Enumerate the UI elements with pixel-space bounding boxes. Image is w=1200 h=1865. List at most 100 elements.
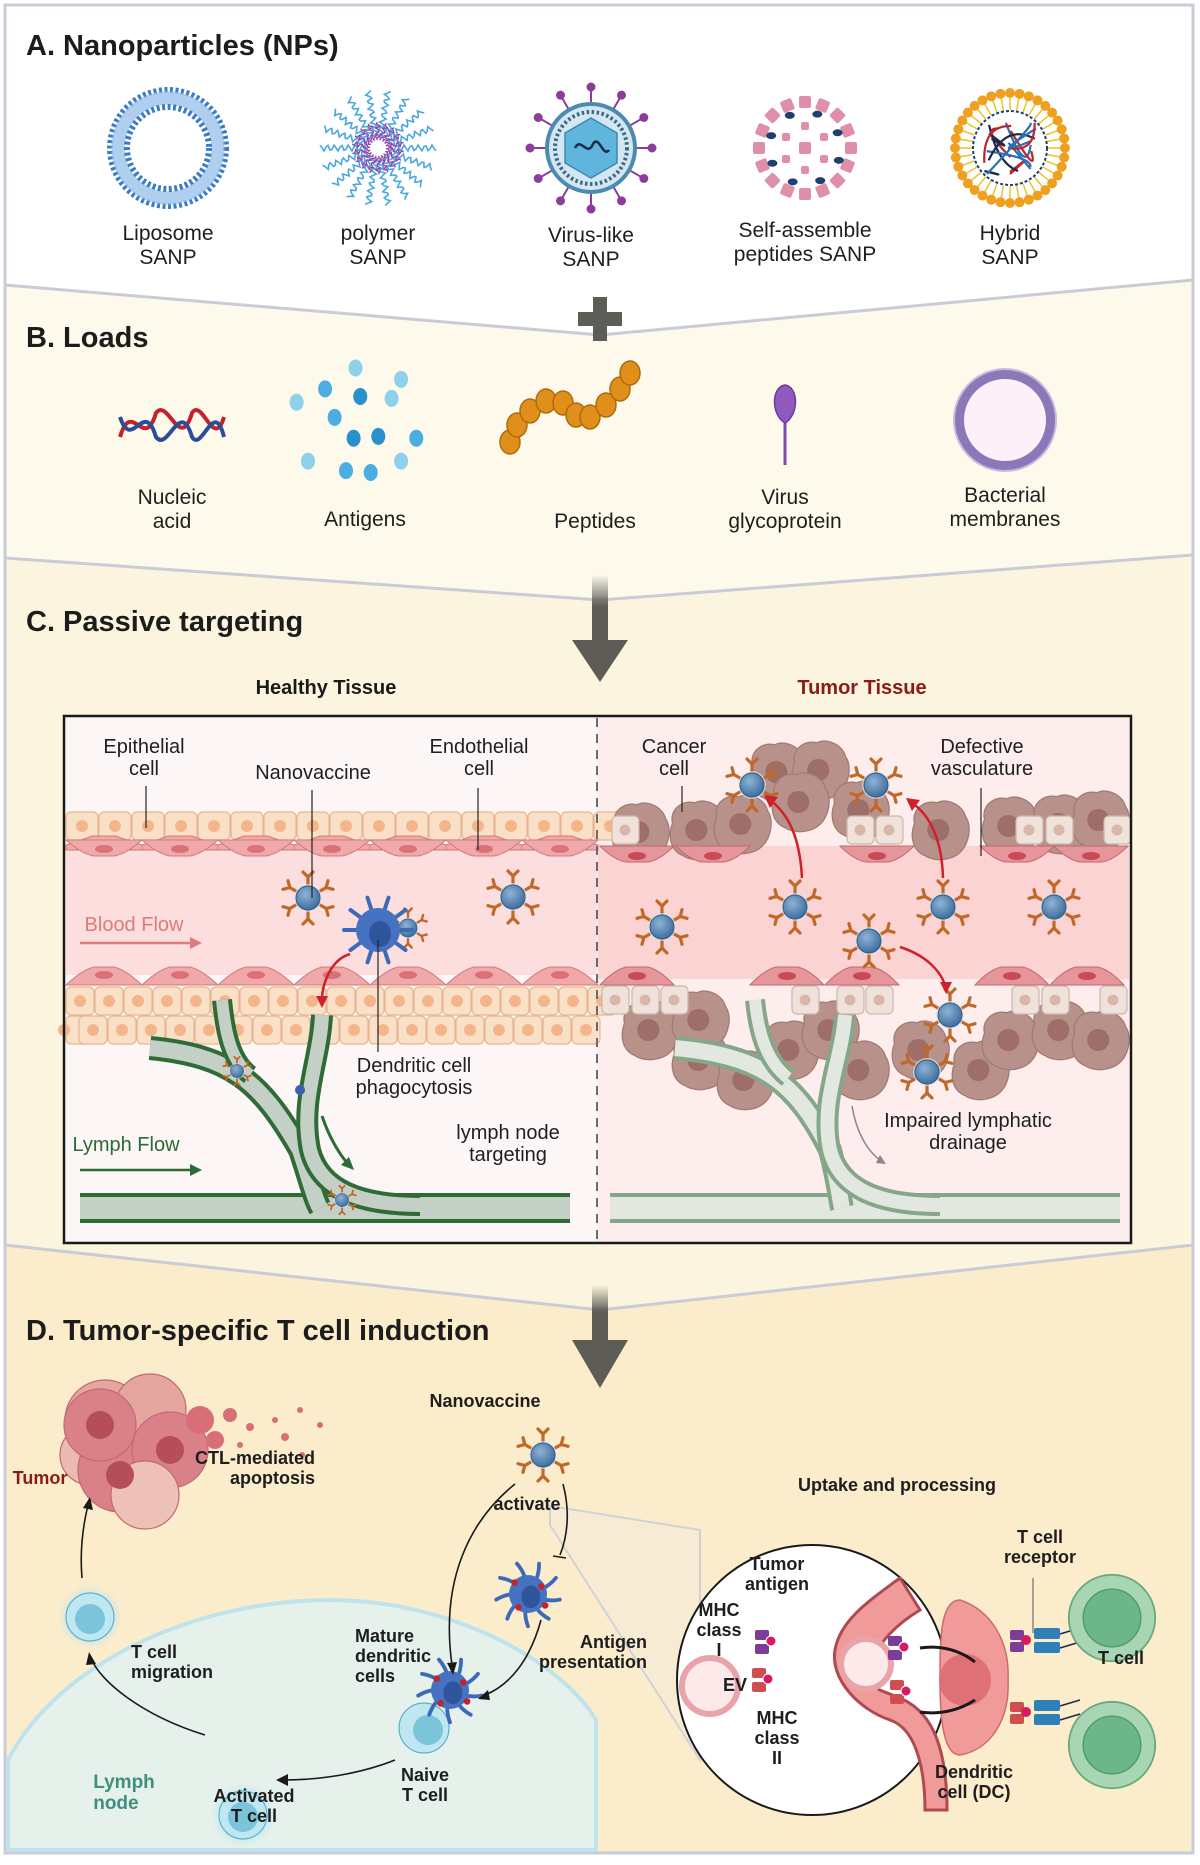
dendritic-cell-dc-label: Dendritic cell (DC) [934, 1762, 1014, 1803]
healthy-tissue-label: Healthy Tissue [255, 677, 397, 699]
activation-arrow [282, 1759, 396, 1781]
lymphatic-vessel [80, 999, 570, 1223]
hybrid-nanoparticle-icon [950, 88, 1070, 208]
presentation-arrow [919, 1645, 976, 1664]
mhc-class-ii-label: MHC class II [754, 1708, 800, 1769]
presentation-arrow [919, 1698, 976, 1715]
mhc-class-i-label: MHC class I [696, 1600, 742, 1661]
mature-dendritic-cell-icon [416, 1657, 484, 1725]
self-assembled-peptide-icon [753, 96, 857, 200]
virus-glycoprotein-icon [773, 384, 797, 465]
mhc-class-i [755, 1630, 777, 1654]
apoptotic-fragment [206, 1431, 224, 1449]
ctl-apoptosis-label: CTL-mediated apoptosis [194, 1448, 316, 1489]
apoptotic-fragment [272, 1417, 278, 1423]
activate-arrow [448, 1483, 516, 1666]
lymph-node-targeting-label: lymph node targeting [456, 1122, 560, 1167]
bacterial-membrane-icon [953, 368, 1057, 472]
cancer-cell [713, 794, 772, 855]
arrow-down-icon [572, 575, 628, 682]
apoptotic-fragment [223, 1408, 237, 1422]
polymer-icon [319, 89, 437, 207]
extracellular-vesicle [679, 1655, 741, 1717]
endosome [838, 1636, 894, 1692]
section-c-title: C. Passive targeting [26, 606, 304, 638]
mhc-class-ii [752, 1668, 774, 1692]
naive-t-cell-label: Naive T cell [400, 1765, 450, 1806]
section-a-title: A. Nanoparticles (NPs) [26, 30, 339, 62]
phagocytosis-arrow [320, 952, 351, 1001]
nanovaccine-d-label: Nanovaccine [429, 1391, 541, 1411]
dendritic-cell-phagocytosis-label: Dendritic cell phagocytosis [355, 1055, 473, 1100]
cancer-cell [1071, 1010, 1130, 1071]
lymph-flow-label: Lymph Flow [72, 1134, 180, 1156]
apoptotic-fragment [317, 1422, 323, 1428]
tumor-tissue-label: Tumor Tissue [797, 677, 927, 699]
peptides-icon [499, 360, 641, 455]
dendritic-cell-icon [494, 1561, 562, 1629]
mhc-class-i [888, 1636, 910, 1660]
t-cell-receptor-label: T cell receptor [1003, 1527, 1077, 1568]
extravasation-arrow [911, 801, 945, 879]
defective-vasculature-label: Defective vasculature [930, 736, 1034, 781]
section-b-title: B. Loads [26, 322, 149, 354]
antigen-presentation-arrow [484, 1619, 542, 1696]
antigens-icon [289, 359, 424, 481]
cancer-cell [771, 772, 830, 833]
t-cell-migration-arrow [91, 1659, 206, 1736]
tumor-antigen-label: Tumor antigen [744, 1554, 810, 1595]
blood-flow-label: Blood Flow [84, 914, 184, 936]
tumor-icon [59, 1373, 323, 1530]
mhc-class-ii [890, 1680, 912, 1704]
apoptotic-fragment [281, 1433, 289, 1441]
arrow-down-icon [572, 1285, 628, 1388]
section-d-title: D. Tumor-specific T cell induction [26, 1315, 490, 1347]
extravasation-arrow [899, 945, 947, 986]
uptake-processing-label: Uptake and processing [797, 1475, 997, 1495]
impaired-lymphatic-drainage-label: Impaired lymphatic drainage [884, 1110, 1052, 1155]
apoptotic-fragment [299, 1452, 305, 1458]
t-cell-label: T cell [1097, 1648, 1145, 1668]
dendritic-cell-icon [342, 895, 414, 965]
zoom-cone [549, 1504, 701, 1764]
liposome-icon [107, 87, 229, 209]
epithelial-cell-label: Epithelial cell [103, 736, 185, 781]
cancer-cell [981, 1010, 1040, 1071]
apoptotic-fragment [246, 1423, 254, 1431]
apoptotic-fragment [297, 1407, 303, 1413]
nanovaccine-label: Nanovaccine [255, 762, 371, 784]
inhibit-arrow [559, 1483, 569, 1556]
uptake-zoom-circle [676, 1544, 949, 1816]
lymphatic-vessel [610, 998, 1120, 1223]
lymph-node-label: Lymph node [93, 1772, 155, 1815]
activate-label: activate [493, 1494, 561, 1514]
lymph-node-area [6, 1597, 598, 1852]
apoptotic-fragment [237, 1442, 243, 1448]
load-label-peptides: Peptides [554, 510, 636, 533]
antigen-presentation-label: Antigen presentation [538, 1632, 648, 1673]
section-b-background [5, 280, 1193, 600]
t-cell-icon [1067, 1700, 1157, 1790]
tumor-label: Tumor [12, 1468, 68, 1488]
ev-label: EV [722, 1675, 748, 1695]
passive-targeting-panel [58, 714, 1133, 1245]
activated-t-cell-label: Activated T cell [213, 1786, 295, 1827]
endothelial-cell-label: Endothelial cell [429, 736, 529, 781]
cancer-cell-label: Cancer cell [641, 736, 707, 781]
plus-icon [578, 297, 622, 341]
t-cell-to-tumor-arrow [80, 1504, 89, 1579]
impaired-drainage-arrow [851, 1105, 881, 1161]
mature-dendritic-cells-label: Mature dendritic cells [354, 1626, 432, 1687]
apoptotic-fragment [186, 1406, 214, 1434]
extravasation-arrow [769, 799, 804, 879]
dendritic-cell-icon [295, 1085, 305, 1095]
